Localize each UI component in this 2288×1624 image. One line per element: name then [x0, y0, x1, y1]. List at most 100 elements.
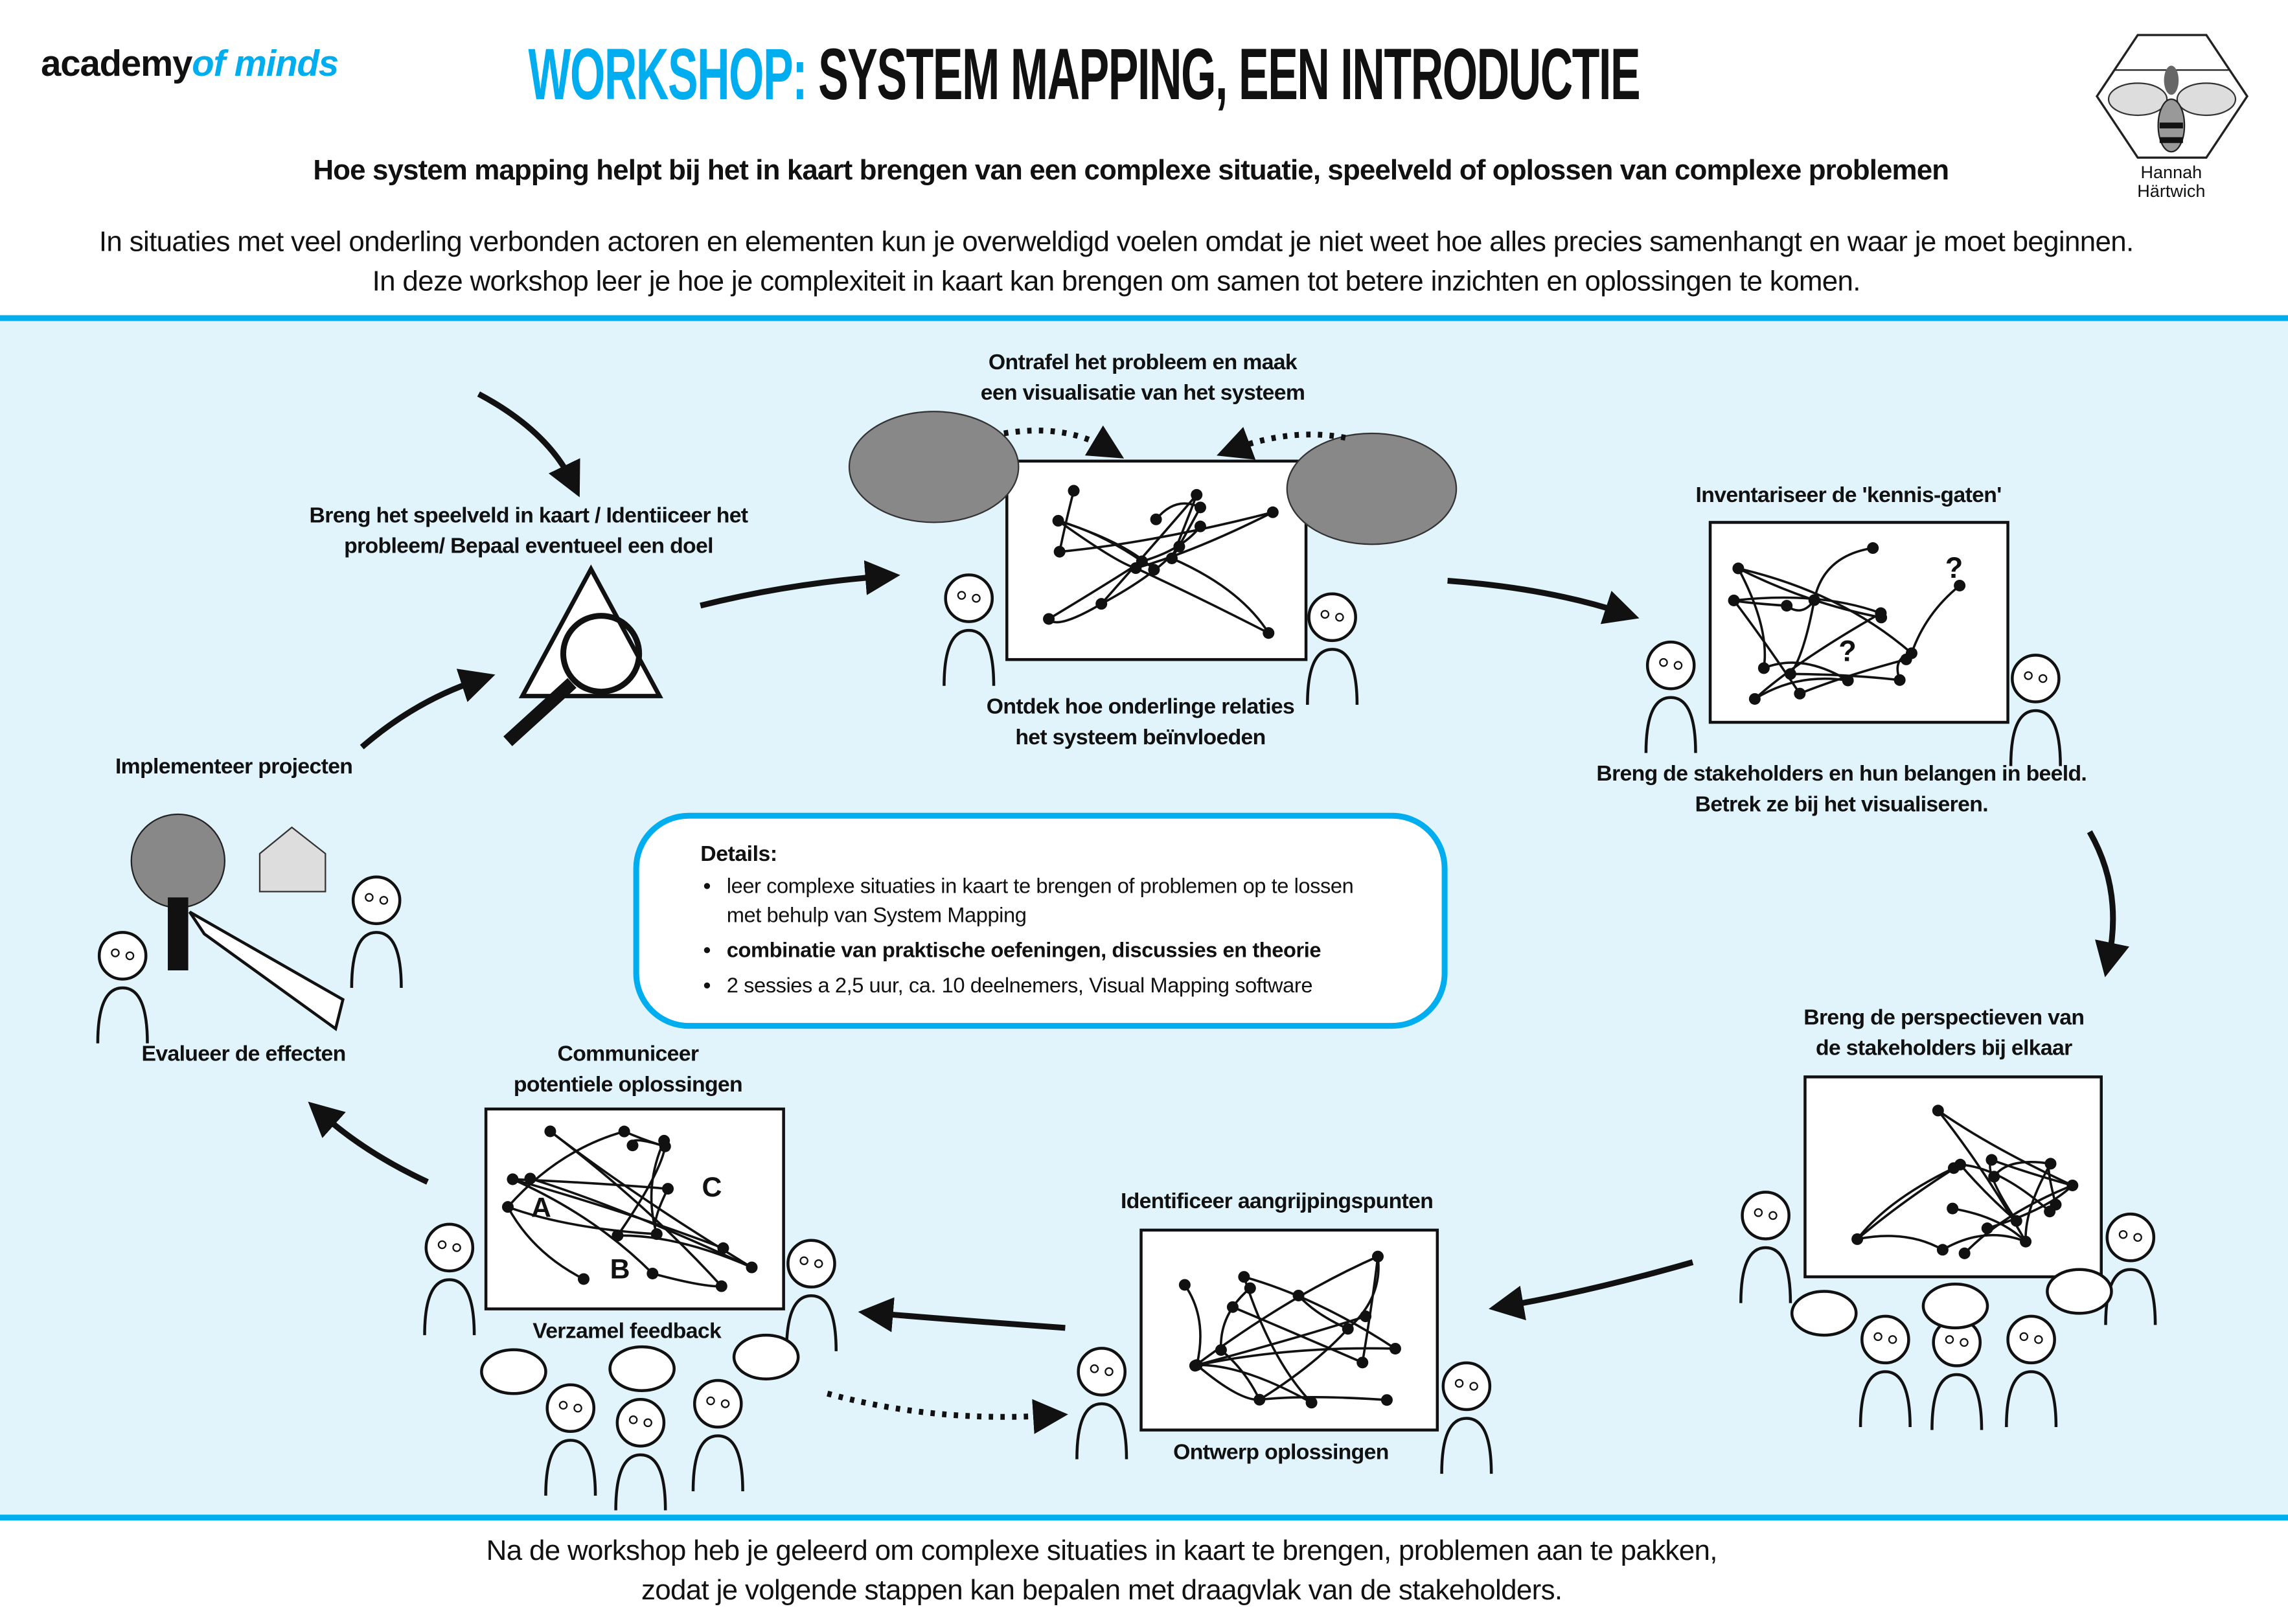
footer-text: Na de workshop heb je geleerd om complex…	[0, 1532, 2203, 1611]
network-edge	[1135, 567, 1270, 634]
network-node	[2020, 1235, 2032, 1248]
step-evalueer: Evalueer de effecten	[142, 1039, 347, 1069]
network-node	[1244, 1282, 1256, 1294]
label-line: Verzamel feedback	[532, 1319, 722, 1344]
flow-arrow-icon	[477, 391, 580, 497]
network-edge	[1232, 1306, 1363, 1364]
person-eye	[437, 1240, 447, 1250]
person-head-icon	[1441, 1361, 1492, 1412]
footer-line: Na de workshop heb je geleerd om complex…	[486, 1535, 1718, 1568]
warning-triangle-icon	[518, 564, 663, 698]
person-eye	[1673, 661, 1683, 670]
network-node	[1851, 1233, 1864, 1245]
person-eye	[573, 1404, 582, 1413]
person-body-icon	[423, 1278, 476, 1336]
person-head-icon	[351, 875, 402, 926]
person-eye	[379, 896, 389, 905]
road-icon	[188, 910, 345, 1031]
person-body-icon	[614, 1453, 667, 1511]
network-node	[1389, 1342, 1401, 1355]
map-label-b: B	[610, 1255, 630, 1286]
network-node	[1748, 692, 1761, 705]
person-body-icon	[1930, 1373, 1984, 1430]
map-label-c: C	[702, 1173, 722, 1204]
person-eye	[365, 893, 374, 902]
network-node	[1173, 540, 1185, 553]
person-body-icon	[943, 628, 996, 686]
person-eye	[799, 1256, 808, 1266]
academy-of-minds-logo: academyof minds	[41, 44, 339, 86]
network-edge	[1813, 547, 1873, 600]
label-line: Inventariseer de 'kennis-gaten'	[1695, 483, 2002, 508]
network-edge	[1219, 1287, 1251, 1351]
person-body-icon	[1859, 1370, 1912, 1428]
label-line: Ontrafel het probleem en maak	[988, 350, 1298, 375]
network-edge	[1259, 1328, 1349, 1401]
speech-bubble-icon	[1921, 1283, 1989, 1330]
person-eye	[2133, 1233, 2142, 1242]
label-line: probleem/ Bepaal eventueel een doel	[344, 534, 713, 559]
person-head-icon	[1307, 592, 1357, 643]
network-node	[1784, 668, 1796, 680]
label-line: Betrek ze bij het visualiseren.	[1695, 792, 1989, 818]
network-node	[1958, 1247, 1971, 1259]
network-node	[1954, 579, 1966, 591]
details-box: Details: leer complexe situaties in kaar…	[633, 812, 1448, 1029]
label-line: Breng de stakeholders en hun belangen in…	[1596, 761, 2087, 787]
network-node	[1263, 627, 1275, 639]
magnifier-icon	[560, 613, 643, 695]
network-node	[650, 1228, 663, 1241]
step-speelveld: Breng het speelveld in kaart / Identiice…	[310, 501, 749, 562]
network-node	[2044, 1158, 2057, 1170]
network-node	[1893, 674, 1906, 686]
person-eye	[2034, 1335, 2043, 1344]
person-eye	[972, 593, 981, 603]
network-edge	[1960, 1163, 2051, 1213]
network-edge	[1100, 494, 1198, 605]
person-head-icon	[615, 1397, 666, 1448]
network-edge	[1959, 1163, 2017, 1222]
network-node	[1988, 1171, 2000, 1183]
thought-cloud-icon	[848, 411, 1020, 523]
thought-cloud-icon	[1286, 432, 1458, 545]
network-node	[626, 1139, 639, 1152]
network-node	[1932, 1104, 1944, 1117]
network-node	[1253, 1393, 1266, 1406]
network-node	[1095, 598, 1108, 610]
label-line: Ontdek hoe onderlinge relaties	[986, 694, 1295, 720]
network-node	[1380, 1394, 1393, 1406]
network-edge	[1059, 511, 1274, 553]
network-node	[1053, 545, 1066, 558]
person-body-icon	[784, 1294, 838, 1351]
network-node	[1148, 564, 1160, 576]
person-body-icon	[2104, 1268, 2157, 1325]
tree-trunk	[168, 897, 189, 970]
network-node	[1947, 1162, 1960, 1174]
speech-bubble-icon	[732, 1333, 800, 1380]
flow-arrow-icon	[827, 1390, 1068, 1434]
person-head-icon	[1077, 1347, 1127, 1397]
person-head-icon	[2011, 654, 2061, 703]
person-eye	[1888, 1335, 1897, 1344]
person-eye	[1335, 613, 1344, 622]
network-node	[1842, 674, 1854, 687]
network-edge	[1171, 557, 1270, 634]
person-head-icon	[692, 1378, 743, 1429]
person-head-icon	[424, 1222, 475, 1273]
network-node	[1981, 1222, 1993, 1235]
network-edge	[1987, 1184, 2074, 1229]
network-node	[507, 1173, 519, 1185]
network-node	[1356, 1356, 1369, 1369]
network-edge	[1242, 1276, 1312, 1404]
network-node	[746, 1261, 758, 1274]
step-aangrijpingspunten: Identificeer aangrijpingspunten	[1120, 1186, 1434, 1217]
flow-arrow-icon	[360, 669, 496, 749]
person-head-icon	[545, 1383, 596, 1434]
speech-bubble-icon	[2046, 1268, 2113, 1315]
step-stakeholders: Breng de stakeholders en hun belangen in…	[1596, 759, 2087, 820]
label-line: Identificeer aangrijpingspunten	[1120, 1189, 1434, 1215]
network-edge	[1737, 567, 1767, 669]
magnifier-handle	[503, 678, 577, 746]
